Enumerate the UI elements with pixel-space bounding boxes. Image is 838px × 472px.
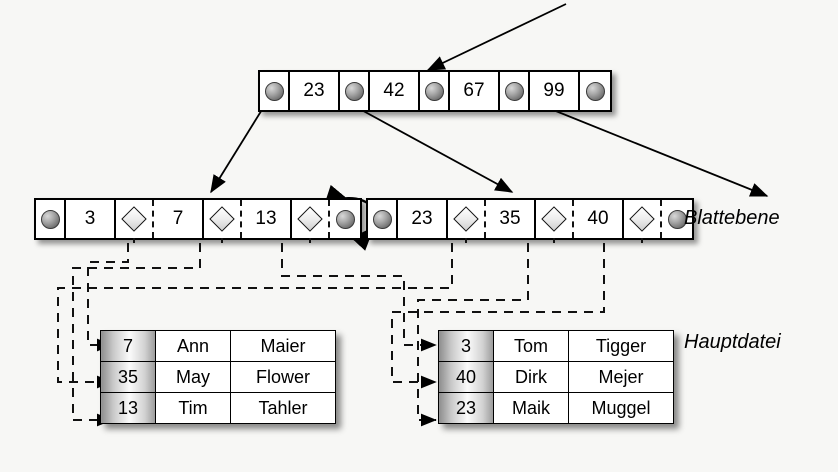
arrow-into-root bbox=[426, 3, 567, 71]
cell-key: 35 bbox=[100, 361, 156, 393]
leaf-left-key-13[interactable]: 13 bbox=[242, 200, 292, 238]
cell-first: Tom bbox=[493, 330, 569, 362]
cell-key: 7 bbox=[100, 330, 156, 362]
cell-first: Ann bbox=[155, 330, 231, 362]
pointer-ball-icon bbox=[264, 81, 284, 101]
key-label: 99 bbox=[543, 80, 565, 101]
key-label: 42 bbox=[383, 80, 405, 101]
cell-last: Maier bbox=[230, 330, 336, 362]
leaf-left-key-3[interactable]: 3 bbox=[66, 200, 116, 238]
pointer-ball-icon bbox=[667, 209, 687, 229]
cell-key: 13 bbox=[100, 392, 156, 424]
pointer-ball-icon bbox=[372, 209, 392, 229]
key-label: 7 bbox=[172, 208, 184, 229]
diamond-icon bbox=[453, 206, 479, 232]
root-pointer-slot-0[interactable] bbox=[260, 72, 290, 110]
leaf-left-key-7[interactable]: 7 bbox=[154, 200, 204, 238]
leaf-left-diamond-slot-4[interactable] bbox=[204, 200, 242, 243]
root-pointer-slot-4[interactable] bbox=[420, 72, 450, 110]
root-key-99[interactable]: 99 bbox=[530, 72, 580, 110]
key-label: 13 bbox=[255, 208, 277, 229]
leaf-node-right[interactable]: 23 35 40 bbox=[366, 198, 694, 243]
cell-key: 3 bbox=[438, 330, 494, 362]
root-pointer-slot-8[interactable] bbox=[580, 72, 610, 110]
pointer-ball-icon bbox=[40, 209, 60, 229]
leaf-left-diamond-slot-6[interactable] bbox=[292, 200, 330, 243]
diamond-icon bbox=[629, 206, 655, 232]
key-label: 3 bbox=[84, 208, 96, 229]
cell-last: Tahler bbox=[230, 392, 336, 424]
pointer-ball-icon bbox=[344, 81, 364, 101]
cell-key: 40 bbox=[438, 361, 494, 393]
root-key-23[interactable]: 23 bbox=[290, 72, 340, 110]
root-key-42[interactable]: 42 bbox=[370, 72, 420, 110]
diamond-icon bbox=[541, 206, 567, 232]
cell-last: Muggel bbox=[568, 392, 674, 424]
cell-last: Mejer bbox=[568, 361, 674, 393]
diamond-icon bbox=[121, 206, 147, 232]
leaf-right-diamond-slot-6[interactable] bbox=[624, 200, 662, 243]
leaf-node-left[interactable]: 3 7 13 bbox=[34, 198, 362, 243]
arrow-root-to-left-leaf bbox=[210, 99, 269, 194]
leaf-right-diamond-slot-4[interactable] bbox=[536, 200, 574, 243]
cell-last: Tigger bbox=[568, 330, 674, 362]
leaf-right-pointer-slot-0[interactable] bbox=[368, 200, 398, 238]
cell-first: Tim bbox=[155, 392, 231, 424]
pointer-ball-icon bbox=[424, 81, 444, 101]
leaf-right-key-35[interactable]: 35 bbox=[486, 200, 536, 238]
leaf-left-diamond-slot-2[interactable] bbox=[116, 200, 154, 243]
leaf-right-key-40[interactable]: 40 bbox=[574, 200, 624, 238]
root-node[interactable]: 23 42 67 99 bbox=[258, 70, 612, 112]
diamond-icon bbox=[209, 206, 235, 232]
root-pointer-slot-2[interactable] bbox=[340, 72, 370, 110]
pointer-ball-icon bbox=[504, 81, 524, 101]
caption-hauptdatei: Hauptdatei bbox=[684, 331, 781, 353]
key-label: 35 bbox=[499, 208, 521, 229]
root-key-67[interactable]: 67 bbox=[450, 72, 500, 110]
leaf-right-pointer-slot-7[interactable] bbox=[662, 200, 692, 238]
cell-key: 23 bbox=[438, 392, 494, 424]
pointer-ball-icon bbox=[585, 81, 605, 101]
leaf-right-diamond-slot-2[interactable] bbox=[448, 200, 486, 243]
key-label: 23 bbox=[303, 80, 325, 101]
diamond-icon bbox=[297, 206, 323, 232]
arrow-root-to-right-leaf bbox=[344, 100, 514, 193]
leaf-right-key-23[interactable]: 23 bbox=[398, 200, 448, 238]
key-label: 23 bbox=[411, 208, 433, 229]
cell-first: May bbox=[155, 361, 231, 393]
key-label: 67 bbox=[463, 80, 485, 101]
leaf-left-pointer-slot-0[interactable] bbox=[36, 200, 66, 238]
caption-blattebene: Blattebene bbox=[684, 207, 780, 229]
key-label: 40 bbox=[587, 208, 609, 229]
cell-first: Dirk bbox=[493, 361, 569, 393]
pointer-ball-icon bbox=[335, 209, 355, 229]
cell-first: Maik bbox=[493, 392, 569, 424]
root-pointer-slot-6[interactable] bbox=[500, 72, 530, 110]
cell-last: Flower bbox=[230, 361, 336, 393]
leaf-left-pointer-slot-7[interactable] bbox=[330, 200, 360, 238]
